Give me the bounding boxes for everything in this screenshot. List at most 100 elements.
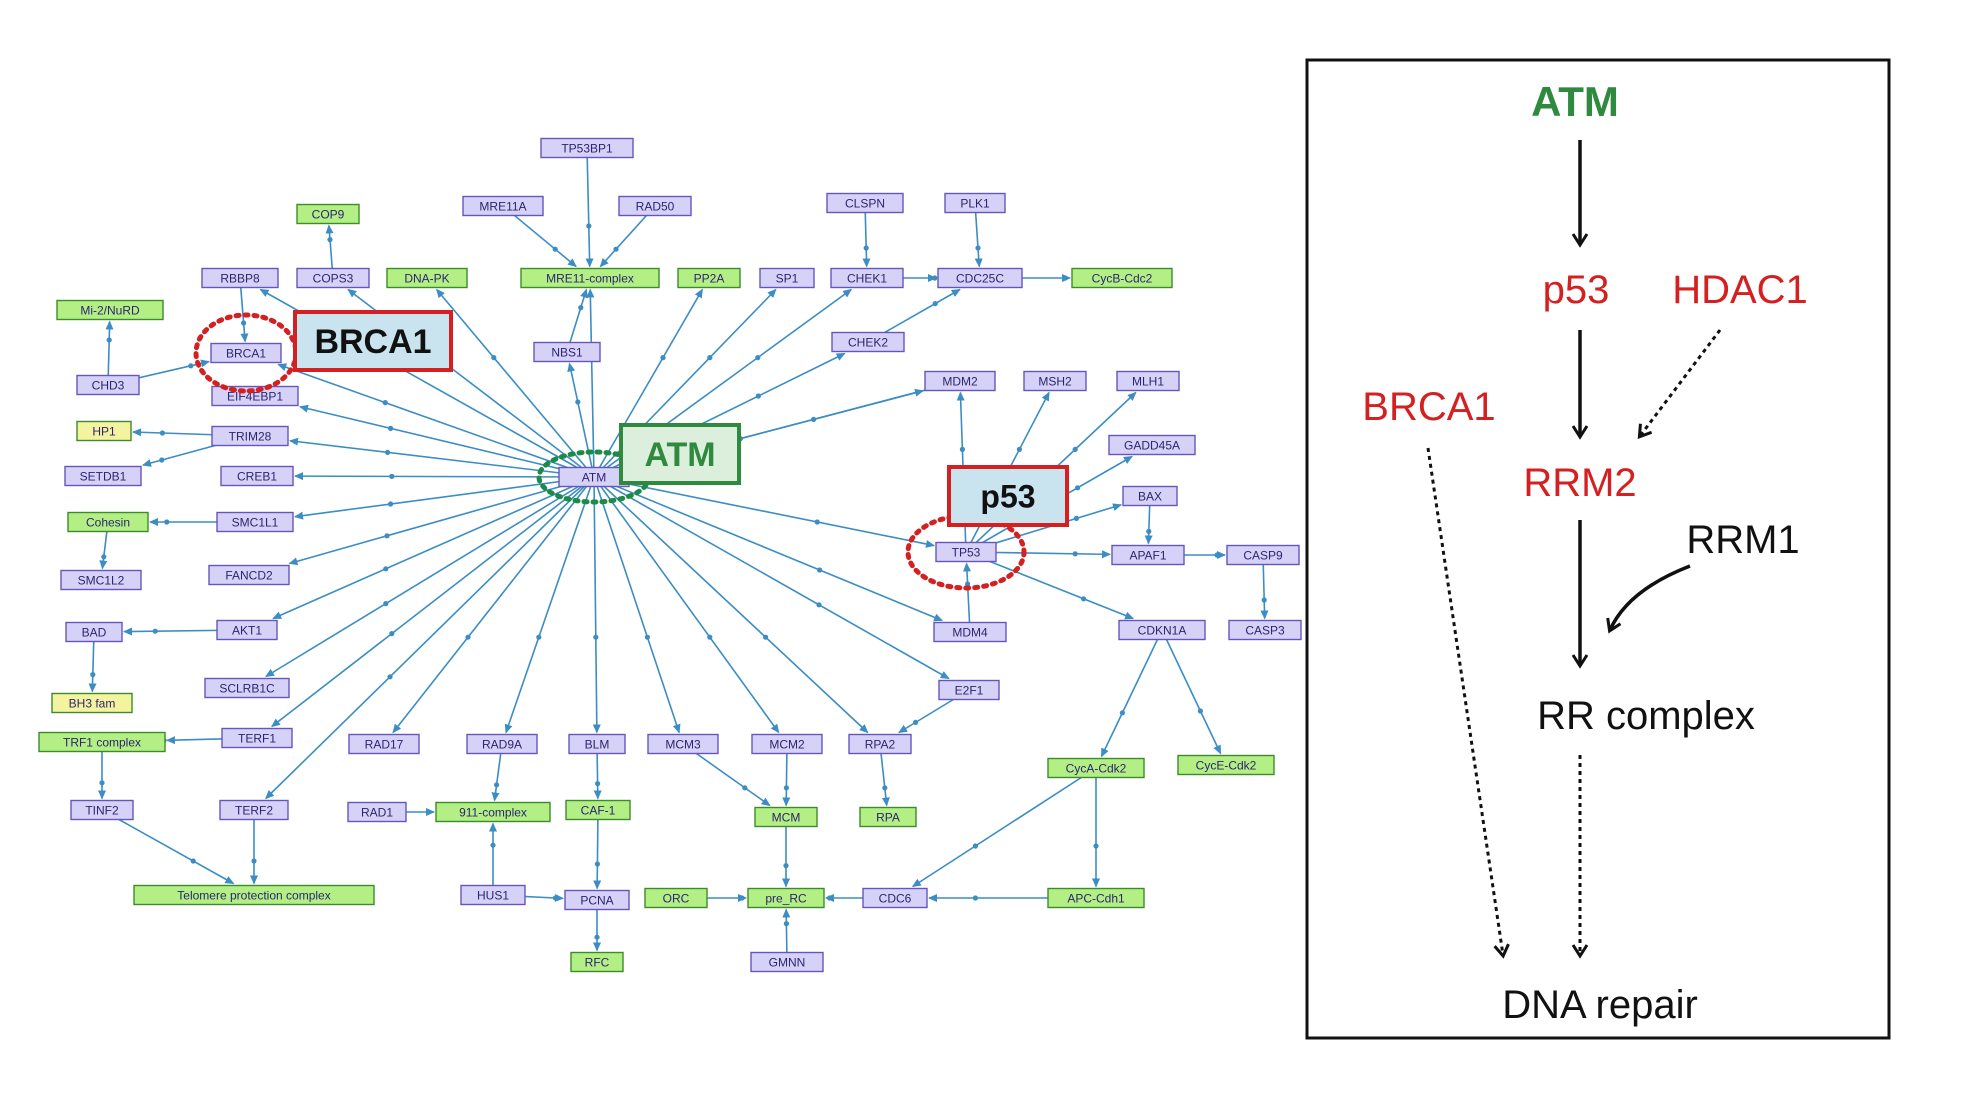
node-box xyxy=(938,679,1000,701)
node-cycecdk2[interactable]: CycE-Cdk2 xyxy=(1177,754,1275,776)
node-orc[interactable]: ORC xyxy=(644,887,708,909)
node-label: TRIM28 xyxy=(229,430,272,444)
node-brca1[interactable]: BRCA1 xyxy=(210,342,282,364)
node-chek2[interactable]: CHEK2 xyxy=(831,331,905,353)
node-rbbp8[interactable]: RBBP8 xyxy=(201,267,279,289)
node-trf1c[interactable]: TRF1 complex xyxy=(38,731,166,753)
node-rad50[interactable]: RAD50 xyxy=(618,195,692,217)
node-hp1[interactable]: HP1 xyxy=(76,420,132,442)
node-cdc6[interactable]: CDC6 xyxy=(862,887,928,909)
node-mcm2[interactable]: MCM2 xyxy=(751,733,823,755)
node-chek1[interactable]: CHEK1 xyxy=(830,267,904,289)
node-chd3[interactable]: CHD3 xyxy=(76,374,140,396)
node-label: MCM2 xyxy=(769,738,805,752)
node-akt1[interactable]: AKT1 xyxy=(216,619,278,641)
node-apccdh1[interactable]: APC-Cdh1 xyxy=(1047,887,1145,909)
node-cycbcdc2[interactable]: CycB-Cdc2 xyxy=(1071,267,1173,289)
node-c911[interactable]: 911-complex xyxy=(435,801,551,823)
node-rad17[interactable]: RAD17 xyxy=(348,733,420,755)
node-creb1[interactable]: CREB1 xyxy=(220,465,294,487)
edge-dot xyxy=(552,246,558,252)
node-rpa2[interactable]: RPA2 xyxy=(848,733,912,755)
edge-nbs1-mre11c xyxy=(566,288,588,353)
node-cops3[interactable]: COPS3 xyxy=(296,267,370,289)
node-casp9[interactable]: CASP9 xyxy=(1226,544,1300,566)
node-pcna[interactable]: PCNA xyxy=(564,889,630,911)
node-sp1[interactable]: SP1 xyxy=(759,267,815,289)
node-rad9[interactable]: RAD9A xyxy=(466,733,538,755)
node-mdm2[interactable]: MDM2 xyxy=(924,370,996,392)
node-label: MCM3 xyxy=(665,738,701,752)
node-nbs1[interactable]: NBS1 xyxy=(533,341,601,363)
node-cohesin[interactable]: Cohesin xyxy=(67,511,149,533)
node-rpa[interactable]: RPA xyxy=(859,806,917,828)
node-tp53bp1[interactable]: TP53BP1 xyxy=(540,137,634,159)
edge-dot xyxy=(814,519,820,525)
node-setdb1[interactable]: SETDB1 xyxy=(64,465,142,487)
node-clspn[interactable]: CLSPN xyxy=(826,192,904,214)
node-rfc[interactable]: RFC xyxy=(570,951,624,973)
node-mcm[interactable]: MCM xyxy=(754,806,818,828)
node-tinf2[interactable]: TINF2 xyxy=(70,799,134,821)
edge-chd3-mi2nurd xyxy=(105,320,114,386)
node-casp3[interactable]: CASP3 xyxy=(1228,619,1302,641)
edge-dot xyxy=(101,554,107,560)
node-bad[interactable]: BAD xyxy=(65,621,123,643)
node-bax[interactable]: BAX xyxy=(1122,485,1178,507)
node-box xyxy=(221,727,293,749)
node-label: APC-Cdh1 xyxy=(1067,892,1125,906)
edge-dot xyxy=(932,301,938,307)
node-e2f1[interactable]: E2F1 xyxy=(938,679,1000,701)
edge-atm-rpa2 xyxy=(593,476,869,734)
node-label: GMNN xyxy=(769,956,806,970)
node-plk1[interactable]: PLK1 xyxy=(944,192,1006,214)
p53-callout: p53 xyxy=(947,465,1069,527)
node-cycacdk2[interactable]: CycA-Cdk2 xyxy=(1047,757,1145,779)
edge-casp9-casp3 xyxy=(1260,554,1269,620)
edge-atm-mre11c xyxy=(586,288,595,478)
node-atm[interactable]: ATM xyxy=(558,466,630,488)
node-cdc25c[interactable]: CDC25C xyxy=(937,267,1023,289)
node-prerc[interactable]: pre_RC xyxy=(747,887,825,909)
node-msh2[interactable]: MSH2 xyxy=(1023,370,1087,392)
node-mlh1[interactable]: MLH1 xyxy=(1116,370,1180,392)
node-box xyxy=(1071,267,1173,289)
node-mcm3[interactable]: MCM3 xyxy=(647,733,719,755)
node-label: BH3 fam xyxy=(69,697,116,711)
node-rad1[interactable]: RAD1 xyxy=(347,801,407,823)
node-dnapk[interactable]: DNA-PK xyxy=(386,267,468,289)
node-cop9[interactable]: COP9 xyxy=(296,203,360,225)
node-apaf1[interactable]: APAF1 xyxy=(1111,544,1185,566)
edge-atm-eif4ebp1 xyxy=(299,404,595,478)
arrow-rrm1-rr xyxy=(1606,564,1691,634)
node-mre11c[interactable]: MRE11-complex xyxy=(520,267,660,289)
edge-dot xyxy=(388,425,394,431)
node-gmnn[interactable]: GMNN xyxy=(750,951,824,973)
node-terf1[interactable]: TERF1 xyxy=(221,727,293,749)
node-label: RFC xyxy=(585,956,610,970)
node-cdkn1a[interactable]: CDKN1A xyxy=(1118,619,1206,641)
node-terf2[interactable]: TERF2 xyxy=(219,799,289,821)
node-mi2nurd[interactable]: Mi-2/NuRD xyxy=(56,299,164,321)
node-trim28[interactable]: TRIM28 xyxy=(211,425,289,447)
node-mdm4[interactable]: MDM4 xyxy=(933,621,1007,643)
node-tp53[interactable]: TP53 xyxy=(935,541,997,563)
node-smc1l1[interactable]: SMC1L1 xyxy=(216,511,294,533)
node-label: CHD3 xyxy=(92,379,125,393)
node-label: MCM xyxy=(772,811,801,825)
node-box xyxy=(460,884,526,906)
node-smc1l2[interactable]: SMC1L2 xyxy=(60,569,142,591)
node-mre11a[interactable]: MRE11A xyxy=(462,195,544,217)
node-sclrb1c[interactable]: SCLRB1C xyxy=(204,677,290,699)
node-hus1[interactable]: HUS1 xyxy=(460,884,526,906)
node-gadd45a[interactable]: GADD45A xyxy=(1108,434,1196,456)
node-fancd2[interactable]: FANCD2 xyxy=(208,564,290,586)
node-telo[interactable]: Telomere protection complex xyxy=(133,884,375,906)
node-caf1[interactable]: CAF-1 xyxy=(565,799,631,821)
node-bh3[interactable]: BH3 fam xyxy=(51,692,133,714)
node-label: DNA-PK xyxy=(404,272,449,286)
node-blm[interactable]: BLM xyxy=(568,733,626,755)
node-box xyxy=(211,425,289,447)
node-box xyxy=(520,267,660,289)
node-pp2a[interactable]: PP2A xyxy=(677,267,741,289)
